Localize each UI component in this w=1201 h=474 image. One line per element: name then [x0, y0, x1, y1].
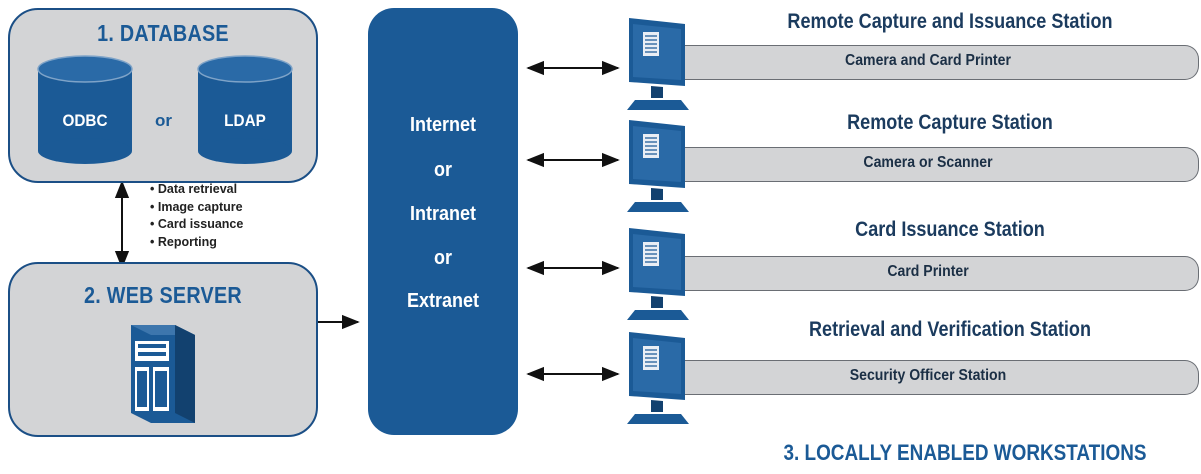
web-server-panel: 2. WEB SERVER: [8, 262, 318, 437]
station-4-bar: Security Officer Station: [658, 360, 1199, 395]
database-title: 1. DATABASE: [97, 20, 229, 46]
station-3-subtitle: Card Printer: [887, 263, 969, 280]
functions-list: Data retrieval Image capture Card issuan…: [150, 181, 243, 251]
ldap-database-icon: LDAP: [197, 55, 293, 165]
station-3-title: Card Issuance Station: [855, 218, 1045, 241]
function-item: Data retrieval: [150, 181, 243, 199]
ldap-label: LDAP: [224, 111, 266, 130]
workstation-monitor-icon: [627, 332, 689, 424]
database-panel: 1. DATABASE ODBC or LDAP: [8, 8, 318, 183]
function-item: Reporting: [150, 234, 243, 252]
network-or-label: or: [434, 247, 452, 269]
station-2-subtitle: Camera or Scanner: [863, 154, 993, 171]
web-server-title: 2. WEB SERVER: [84, 282, 242, 308]
function-item: Card issuance: [150, 216, 243, 234]
station-1-title: Remote Capture and Issuance Station: [787, 10, 1113, 33]
workstations-section-title: 3. LOCALLY ENABLED WORKSTATIONS: [783, 440, 1147, 465]
network-block: Internet or Intranet or Extranet: [368, 8, 518, 435]
odbc-database-icon: ODBC: [37, 55, 133, 165]
station-1-subtitle: Camera and Card Printer: [845, 52, 1011, 69]
station-1-bar: Camera and Card Printer: [658, 45, 1199, 80]
workstation-monitor-icon: [627, 18, 689, 110]
workstation-monitor-icon: [627, 120, 689, 212]
network-internet-label: Internet: [409, 114, 477, 136]
database-or-label: or: [155, 111, 172, 130]
station-4-title: Retrieval and Verification Station: [808, 318, 1091, 341]
station-2-bar: Camera or Scanner: [658, 147, 1199, 182]
network-or-label: or: [434, 159, 452, 181]
workstation-monitor-icon: [627, 228, 689, 320]
station-2-title: Remote Capture Station: [847, 111, 1053, 134]
station-4-subtitle: Security Officer Station: [849, 367, 1007, 384]
network-extranet-label: Extranet: [406, 290, 480, 312]
network-intranet-label: Intranet: [409, 203, 477, 225]
odbc-label: ODBC: [62, 111, 108, 130]
server-tower-icon: [131, 325, 195, 423]
station-3-bar: Card Printer: [658, 256, 1199, 291]
function-item: Image capture: [150, 199, 243, 217]
